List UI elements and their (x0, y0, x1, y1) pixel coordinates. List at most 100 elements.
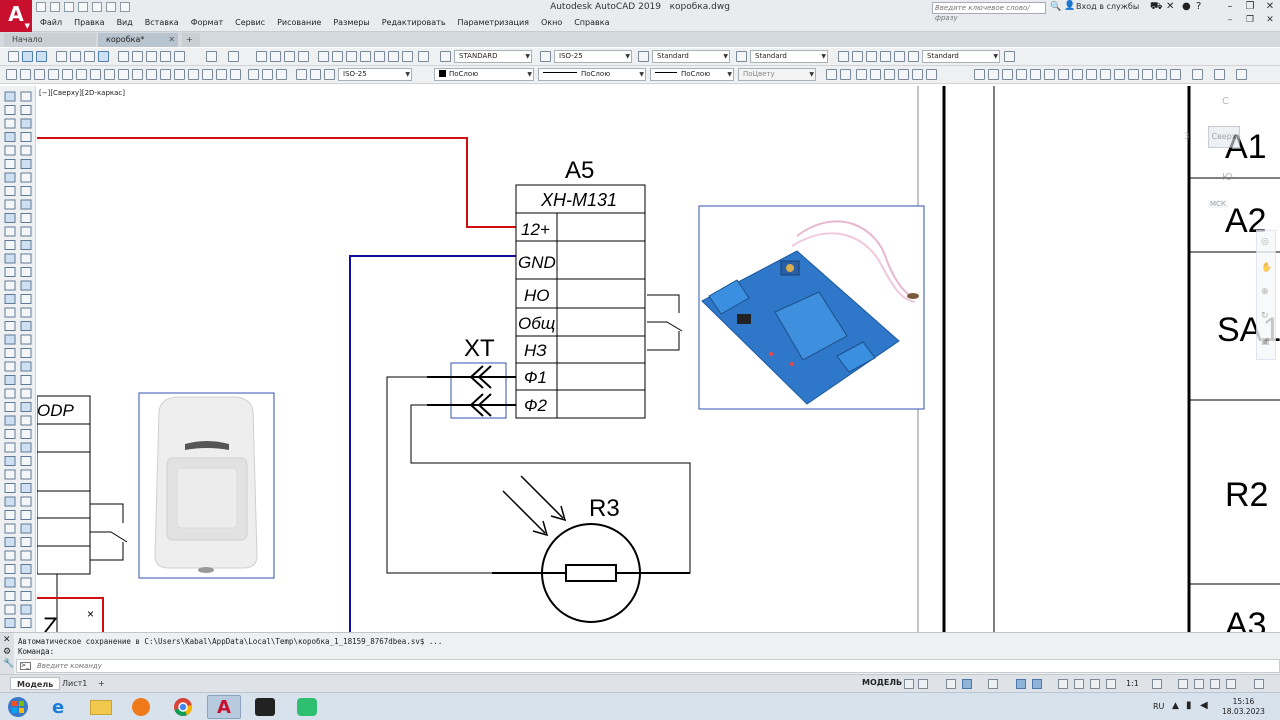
tool-divide-icon[interactable] (20, 496, 32, 507)
snap-intersection-icon[interactable] (1002, 69, 1013, 80)
tool-block-icon[interactable] (4, 267, 16, 277)
tool-scale-icon[interactable] (20, 294, 32, 304)
ortho-icon[interactable] (946, 679, 956, 689)
viewport-label[interactable]: [−][Сверху][2D-каркас] (39, 89, 125, 97)
tolerance-icon[interactable] (188, 69, 199, 80)
dim-continue-icon[interactable] (146, 69, 157, 80)
tool-move-icon[interactable] (20, 253, 32, 264)
tool-spline-icon[interactable] (20, 118, 32, 129)
snap-quadrant-icon[interactable] (1058, 69, 1069, 80)
odp-block[interactable] (37, 395, 91, 575)
tool-line-icon[interactable] (4, 91, 16, 102)
clock[interactable]: 15:16 18.03.2023 (1222, 697, 1265, 717)
menu-view[interactable]: Вид (116, 18, 133, 27)
tool-ellipse-icon[interactable] (4, 186, 16, 196)
cart-icon[interactable]: ⛟ (1150, 1, 1163, 12)
open-icon[interactable] (22, 51, 33, 62)
zoom-window-icon[interactable] (284, 51, 295, 62)
customize-icon[interactable] (1254, 679, 1264, 689)
mleader-icon[interactable] (838, 51, 849, 62)
lineweight-icon[interactable] (1058, 679, 1068, 689)
mleader-add-icon[interactable] (852, 51, 863, 62)
print-icon[interactable] (56, 51, 67, 62)
app-menu-button[interactable]: A ▼ (0, 0, 32, 32)
command-prompt-icon[interactable]: >_ (20, 662, 31, 670)
zoom-extents-icon[interactable] (856, 69, 867, 80)
taskbar-autocad[interactable]: A (207, 695, 241, 719)
tool-divide-icon[interactable] (4, 550, 16, 561)
menu-insert[interactable]: Вставка (144, 18, 179, 27)
tool-line-icon[interactable] (4, 577, 16, 588)
menu-help[interactable]: Справка (574, 18, 610, 27)
tool-region-icon[interactable] (20, 159, 32, 169)
tool-polygon-icon[interactable] (20, 105, 32, 115)
tool-hatch-icon[interactable] (4, 199, 16, 210)
color-select[interactable]: ПоСлою▼ (434, 68, 534, 81)
clean-screen-icon[interactable] (1226, 679, 1236, 689)
snap-insert-icon[interactable] (1114, 69, 1125, 80)
tool-join-icon[interactable] (4, 442, 16, 453)
dim-baseline-icon[interactable] (132, 69, 143, 80)
redo-icon[interactable] (228, 51, 239, 62)
menu-draw[interactable]: Рисование (277, 18, 322, 27)
menu-parametric[interactable]: Параметризация (457, 18, 529, 27)
visual-style-select[interactable]: Standard▼ (922, 50, 1000, 63)
undo-icon[interactable] (206, 51, 217, 62)
doc-minimize-button[interactable]: – (1227, 15, 1233, 25)
close-button[interactable]: ✕ (1265, 1, 1275, 12)
tool-gradient-icon[interactable] (20, 240, 32, 250)
wire-f1-loop[interactable] (386, 376, 496, 574)
tool-block-icon[interactable] (20, 213, 32, 223)
tool-trim-icon[interactable] (20, 348, 32, 358)
taskbar-chrome[interactable] (166, 695, 200, 719)
tab-close-icon[interactable]: ✕ (168, 35, 176, 44)
tool-spline-icon[interactable] (20, 604, 32, 615)
tracking-icon[interactable] (1192, 69, 1203, 80)
tool-insert-icon[interactable] (4, 253, 16, 264)
dim-radius-icon[interactable] (62, 69, 73, 80)
settings-icon[interactable]: ⚙ (3, 647, 12, 657)
mleader-align-icon[interactable] (880, 51, 891, 62)
tool-ellipse-icon[interactable] (20, 618, 32, 628)
tool-polyline-icon[interactable] (4, 591, 16, 601)
taskbar-explorer[interactable] (84, 695, 118, 719)
wire-blue[interactable] (349, 255, 516, 632)
osnap-settings-icon[interactable] (1170, 69, 1181, 80)
zoom-realtime-icon[interactable] (270, 51, 281, 62)
tool-chamfer-icon[interactable] (4, 456, 16, 466)
dim-style-override-icon[interactable] (310, 69, 321, 80)
doc-close-button[interactable]: ✕ (1266, 15, 1274, 25)
tool-arc-icon[interactable] (20, 564, 32, 574)
dim-linear-icon[interactable] (6, 69, 17, 80)
help-icon[interactable]: ? (1196, 1, 1202, 12)
navcube-top-face[interactable]: Сверх (1208, 126, 1240, 148)
orbit-icon[interactable]: ↻ (1261, 311, 1269, 321)
tool-measure-icon[interactable] (20, 510, 32, 520)
save-as-icon[interactable] (78, 2, 88, 12)
tool-erase-icon[interactable] (20, 442, 32, 453)
center-mark-icon[interactable] (202, 69, 213, 80)
language-indicator[interactable]: RU (1153, 702, 1165, 711)
tool-extend-icon[interactable] (20, 361, 32, 372)
tool-fillet-icon[interactable] (20, 415, 32, 426)
exchange-icon[interactable]: ✕ (1166, 1, 1175, 12)
annotation-scale[interactable]: 1:1 (1126, 679, 1139, 688)
publish-icon[interactable] (84, 51, 95, 62)
menu-tools[interactable]: Сервис (235, 18, 266, 27)
isodraft-icon[interactable] (988, 679, 998, 689)
tool-insert-icon[interactable] (20, 199, 32, 210)
dim-style-select-2[interactable]: ISO-25▼ (338, 68, 412, 81)
tool-align-icon[interactable] (20, 483, 32, 493)
showmotion-icon[interactable]: ▣ (1261, 337, 1270, 347)
tool-mirror-icon[interactable] (4, 361, 16, 372)
dim-aligned-icon[interactable] (20, 69, 31, 80)
zoom-scale-icon[interactable] (912, 69, 923, 80)
start-button[interactable] (4, 695, 32, 719)
doc-restore-button[interactable]: ❐ (1245, 15, 1255, 25)
maximize-button[interactable]: ❐ (1245, 1, 1255, 12)
snap-none-icon[interactable] (1156, 69, 1167, 80)
menu-format[interactable]: Формат (190, 18, 224, 27)
tool-hatch-icon[interactable] (20, 145, 32, 156)
workspace-gear-icon[interactable] (1152, 679, 1162, 689)
tool-polygon-icon[interactable] (20, 591, 32, 601)
